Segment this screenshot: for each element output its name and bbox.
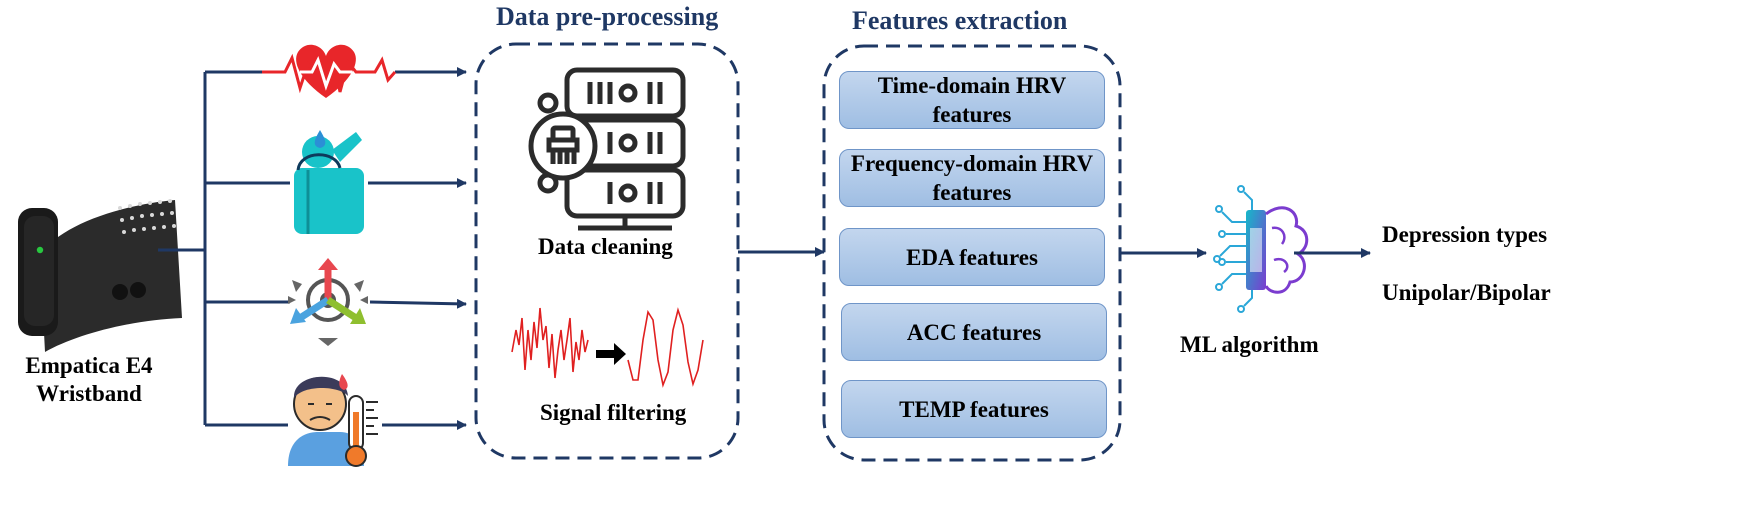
ai-brain-chip-icon xyxy=(1213,185,1309,313)
input-connectors xyxy=(158,70,290,427)
feature-frequency-domain-hrv: Frequency-domain HRV features xyxy=(839,149,1105,207)
feature-time-domain-hrv: Time-domain HRV features xyxy=(839,71,1105,129)
input-arrows xyxy=(368,67,467,430)
filtered-signal xyxy=(627,307,704,388)
fever-thermometer-icon xyxy=(288,374,378,467)
device-label: Empatica E4 Wristband xyxy=(14,352,164,408)
feature-line1: EDA features xyxy=(906,244,1038,270)
data-cleaning-label: Data cleaning xyxy=(538,234,673,259)
feature-line2: features xyxy=(932,102,1012,127)
preprocessing-title: Data pre-processing xyxy=(496,2,719,31)
raw-signal xyxy=(511,307,589,379)
device-label-line2: Wristband xyxy=(36,381,142,406)
database-cleaning-icon xyxy=(528,67,686,231)
feature-line1: ACC features xyxy=(906,319,1042,345)
wristband-icon xyxy=(18,199,182,352)
heart-rate-icon xyxy=(262,44,397,98)
feature-line2: features xyxy=(932,180,1012,205)
feature-line1: TEMP features xyxy=(899,396,1049,422)
feature-eda: EDA features xyxy=(839,228,1105,286)
feature-line1: Time-domain HRV xyxy=(877,73,1067,98)
arrow-right-icon xyxy=(596,343,626,365)
motion-accelerometer-icon xyxy=(288,258,368,346)
output-depression-types: Depression types xyxy=(1382,222,1548,247)
device-label-line1: Empatica E4 xyxy=(25,353,153,378)
ml-algorithm-label: ML algorithm xyxy=(1180,332,1319,357)
feature-acc: ACC features xyxy=(841,303,1107,361)
feature-line1: Frequency-domain HRV xyxy=(850,151,1094,176)
preprocessing-panel xyxy=(474,42,740,460)
sweating-person-icon xyxy=(294,130,364,234)
signal-filtering-graphic xyxy=(511,307,704,388)
output-unipolar-bipolar: Unipolar/Bipolar xyxy=(1382,280,1551,305)
feature-temp: TEMP features xyxy=(841,380,1107,438)
features-title: Features extraction xyxy=(852,6,1068,35)
signal-filtering-label: Signal filtering xyxy=(540,400,687,425)
